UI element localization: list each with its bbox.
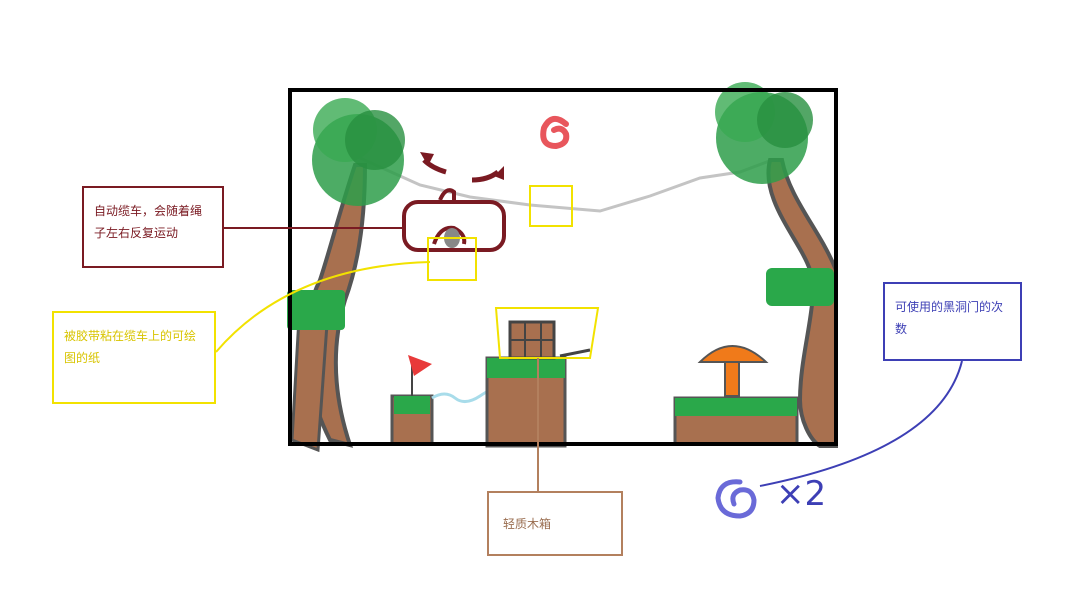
- cable-rope: [359, 156, 773, 213]
- connector-paper: [215, 261, 431, 353]
- portal-spiral-icon: [715, 479, 757, 519]
- flag-icon: [408, 355, 432, 376]
- water-stream: [431, 388, 494, 403]
- cable-car-note: 自动缆车，会随着绳子左右反复运动: [82, 186, 224, 268]
- mushroom-platform: [673, 345, 799, 446]
- center-platform: [485, 320, 591, 448]
- highlight-rope: [529, 185, 573, 227]
- red-portal-icon: [540, 115, 570, 150]
- portal-count: ×2: [776, 474, 827, 514]
- wood-box-note: 轻质木箱: [487, 491, 623, 556]
- game-frame: [288, 88, 838, 446]
- arrow-right-icon: [471, 169, 500, 183]
- connector-portal: [759, 360, 963, 487]
- mushroom-icon: [697, 345, 769, 363]
- left-tree: [287, 98, 405, 453]
- cable-car: [402, 152, 506, 252]
- flag-platform: [390, 355, 434, 446]
- highlight-box: [494, 307, 600, 359]
- right-tree: [715, 82, 838, 448]
- tape-paper-note: 被胶带粘在缆车上的可绘图的纸: [52, 311, 216, 404]
- highlight-paper: [427, 237, 477, 281]
- portal-uses-note: 可使用的黑洞门的次数: [883, 282, 1022, 361]
